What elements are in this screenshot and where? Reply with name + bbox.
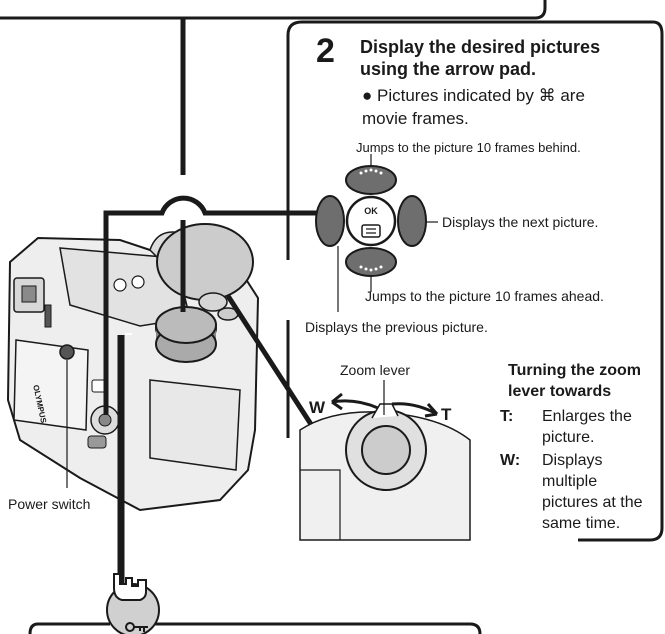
movie-icon: ⌘ xyxy=(538,86,556,105)
top-box-border xyxy=(0,0,547,20)
arrow-left-button xyxy=(315,195,345,247)
grip xyxy=(149,379,241,471)
hand-icon xyxy=(113,573,147,601)
ok-label: OK xyxy=(364,206,378,216)
guide-line-arrow-pad xyxy=(103,195,323,415)
bullet-text-line2: movie frames. xyxy=(362,109,469,128)
zoom-item-key: W: xyxy=(500,452,521,469)
power-switch-knob xyxy=(59,344,75,360)
zoom-w-mark: W xyxy=(309,398,326,417)
camera-body xyxy=(6,223,260,512)
arrow-up-label: Jumps to the picture 10 frames behind. xyxy=(356,140,581,155)
lens-barrel xyxy=(156,223,254,301)
arrow-right-button xyxy=(397,195,427,247)
key-icon xyxy=(125,622,148,632)
ok-button xyxy=(345,195,397,247)
zoom-item-desc: Displays multiple pictures at the same t… xyxy=(542,452,643,532)
zoom-w-arrow xyxy=(331,399,379,410)
zoom-item-desc: Enlarges the picture. xyxy=(542,408,632,446)
bottom-box-border xyxy=(28,622,110,634)
step-number: 2 xyxy=(316,32,335,70)
step-bullet: ● Pictures indicated by ⌘ are movie fram… xyxy=(362,84,652,130)
arrow-right-label: Displays the next picture. xyxy=(442,214,599,230)
bullet-text: Pictures indicated by xyxy=(377,86,534,105)
arrow-pad xyxy=(315,165,427,277)
bullet-text-after: are xyxy=(560,86,585,105)
zoom-lever-label: Zoom lever xyxy=(340,362,411,378)
arrow-down-button xyxy=(345,247,397,277)
menu-icon xyxy=(361,224,381,238)
shutter-button-detail xyxy=(361,425,411,475)
zoom-detail xyxy=(299,403,471,541)
zoom-item-key: T: xyxy=(500,408,514,425)
step-title: Display the desired pictures using the a… xyxy=(360,37,601,79)
lcd-screen xyxy=(13,339,89,431)
zoom-t-mark: T xyxy=(441,405,452,424)
step-panel-border xyxy=(286,20,664,542)
power-switch-label: Power switch xyxy=(8,496,91,512)
zoom-callout-line xyxy=(225,294,319,434)
bullet-dot: ● xyxy=(362,86,377,105)
shutter-button xyxy=(198,292,228,312)
zoom-heading: Turning the zoom lever towards xyxy=(508,362,642,400)
arrow-left-label: Displays the previous picture. xyxy=(305,319,488,335)
arrow-down-label: Jumps to the picture 10 frames ahead. xyxy=(365,288,604,304)
